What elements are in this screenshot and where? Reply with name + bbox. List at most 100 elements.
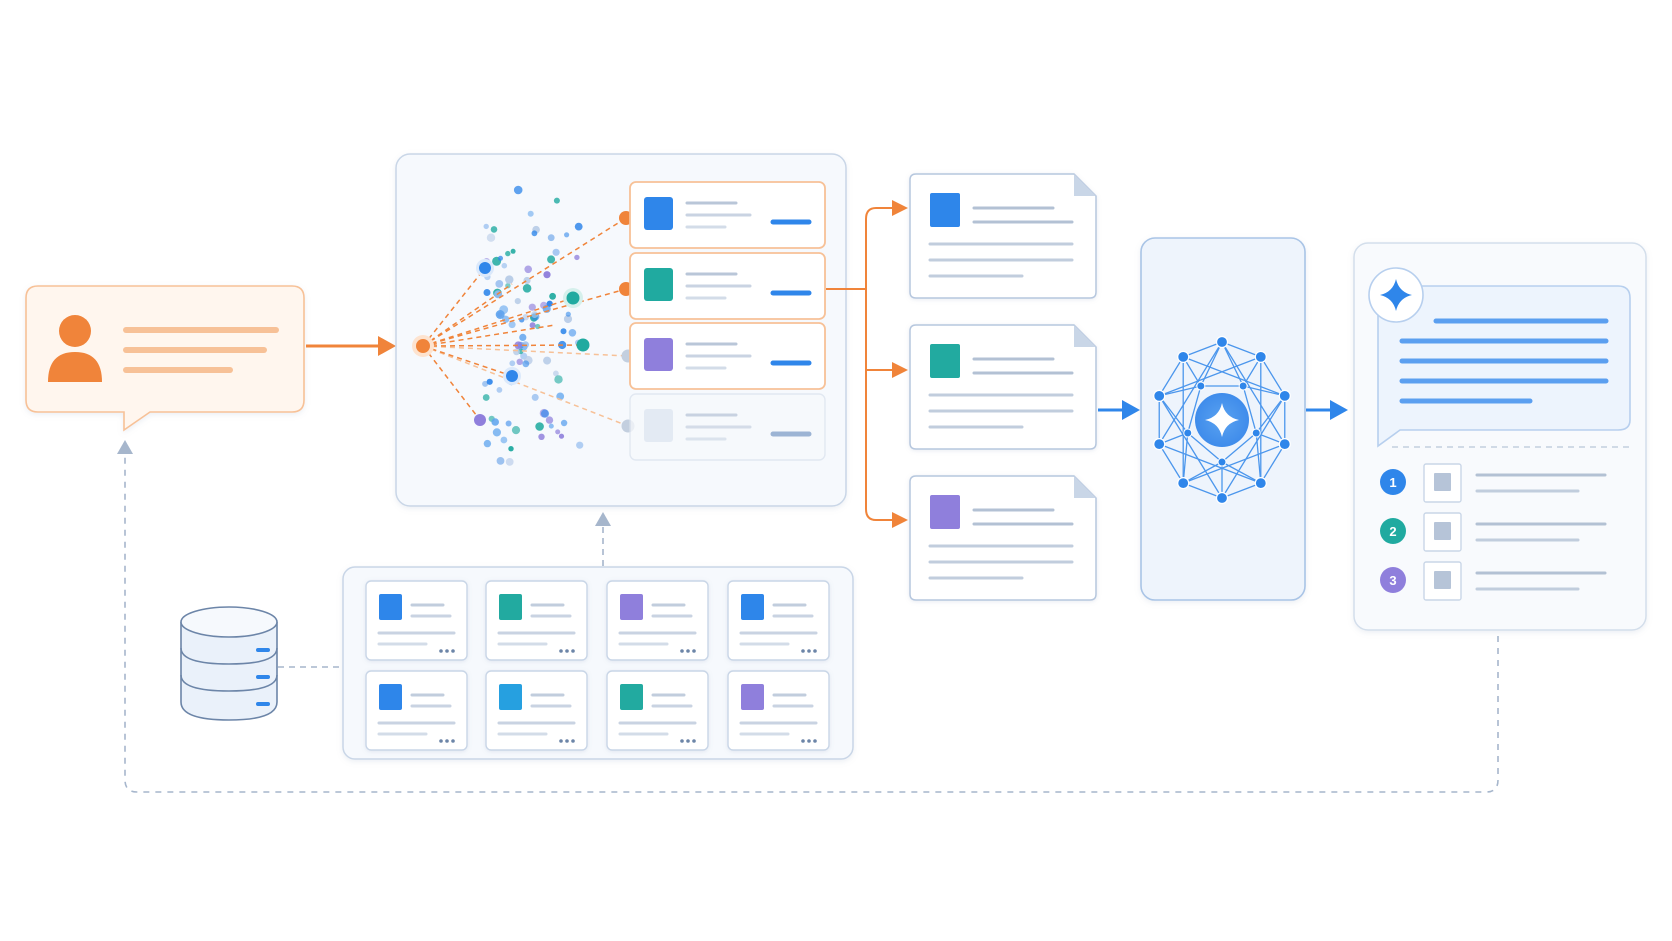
embedding-dot [545, 416, 554, 424]
feedback-loop [117, 440, 1499, 793]
embedding-dot [510, 248, 516, 254]
retrieved-result-card [629, 322, 826, 390]
retrieved-result-card [629, 252, 826, 320]
kb-to-retrieval-link [595, 512, 611, 566]
embedding-dot [574, 254, 580, 261]
embedding-dot [549, 292, 556, 300]
citation-item: 1 [1380, 463, 1607, 503]
embedding-dot [531, 393, 539, 401]
document-icon [909, 475, 1097, 601]
embedding-dot [491, 418, 500, 426]
embedding-dot [543, 271, 551, 279]
embedding-dot [495, 280, 504, 288]
user-icon [48, 315, 102, 382]
embedding-dot [535, 422, 544, 431]
embedding-dot [543, 356, 552, 365]
embedding-dot [540, 409, 550, 418]
embedding-scatter [482, 185, 584, 466]
embedding-dot [522, 284, 532, 293]
embedding-dot [505, 420, 512, 427]
knowledge-card [365, 580, 468, 661]
embedding-dot [505, 250, 511, 257]
embedding-dot [565, 311, 571, 317]
embedding-dot [574, 222, 583, 231]
embedding-dot [483, 289, 491, 296]
embedding-dot [558, 433, 565, 439]
knowledge-base-panel [342, 566, 854, 760]
embedding-dot [486, 233, 496, 242]
embedding-dot [529, 322, 536, 329]
embedding-dot [500, 436, 508, 444]
retrieved-results-list [629, 181, 826, 461]
knowledge-card [485, 580, 588, 661]
similarity-links [422, 217, 629, 427]
embedding-dot [511, 426, 521, 435]
embedding-dot [505, 275, 514, 284]
embedding-dot [501, 262, 508, 269]
query-to-retrieval-arrow [306, 336, 396, 356]
embedding-dot [490, 226, 498, 233]
network-icon [1153, 335, 1291, 505]
embedding-dot [508, 321, 516, 329]
query-bubble [25, 285, 305, 432]
embedding-dot [555, 429, 561, 435]
embedding-dot [554, 375, 563, 384]
retrieved-result-card [629, 181, 826, 249]
citation-number: 3 [1389, 573, 1396, 588]
embedding-dot [547, 234, 555, 242]
embedding-dot [538, 433, 545, 440]
citation-number: 1 [1389, 475, 1396, 490]
embedding-dot [509, 360, 516, 367]
embedding-dot [560, 328, 567, 335]
embedding-dot [496, 457, 505, 465]
embedding-dot [516, 358, 523, 365]
citation-list: 1 2 3 [1380, 463, 1607, 601]
embedding-dot [552, 248, 560, 256]
embedding-dot [548, 423, 554, 429]
embedding-dot [563, 314, 573, 324]
documents-to-model-arrow [1098, 400, 1140, 420]
embedding-dot [482, 380, 489, 387]
embedding-dot [482, 394, 490, 401]
embedding-dot [547, 255, 556, 264]
embedding-dot [505, 458, 514, 466]
knowledge-card [606, 580, 709, 661]
citation-number: 2 [1389, 524, 1396, 539]
feedback-arrowhead [117, 440, 133, 454]
embedding-dot [553, 370, 559, 377]
knowledge-card [485, 670, 588, 751]
embedding-dot [492, 428, 501, 437]
embedding-dot [514, 298, 521, 305]
document-icon [909, 324, 1097, 450]
embedding-dot [527, 210, 534, 217]
selected-documents [909, 173, 1097, 601]
embedding-dot [531, 230, 538, 237]
knowledge-card [365, 670, 468, 751]
knowledge-card [727, 670, 830, 751]
embedding-dot [524, 265, 532, 274]
embedding-dot [553, 197, 560, 204]
citation-item: 3 [1380, 561, 1607, 601]
embedding-dot [513, 348, 520, 356]
matched-embeddings [474, 259, 590, 426]
knowledge-base-grid [365, 580, 830, 751]
embedding-dot [495, 310, 505, 319]
embedding-dot [486, 378, 493, 385]
database-icon [180, 606, 278, 721]
embedding-dot [568, 329, 577, 337]
knowledge-card [606, 670, 709, 751]
embedding-dot [560, 419, 568, 427]
embedding-dot [576, 441, 584, 449]
embedding-dot [528, 303, 536, 311]
embedding-dot [483, 439, 492, 448]
query-embedding-node [412, 335, 434, 357]
document-icon [909, 173, 1097, 299]
embedding-dot [546, 300, 553, 307]
embedding-dot [496, 387, 503, 393]
knowledge-card [727, 580, 830, 661]
embedding-dot [498, 255, 503, 261]
retrieved-result-card [629, 393, 826, 461]
embedding-dot [522, 360, 530, 368]
